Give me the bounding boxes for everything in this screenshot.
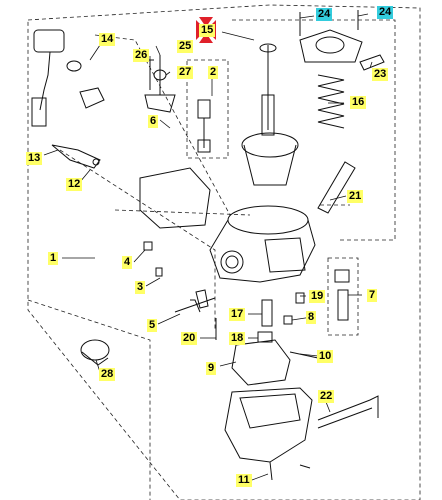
label-part-21[interactable]: 21 (347, 190, 364, 203)
assembly-boundary (27, 4, 421, 500)
group-box-14-link (94, 34, 231, 216)
part-22-hose (317, 395, 379, 429)
label-part-4[interactable]: 4 (122, 256, 133, 269)
label-part-16[interactable]: 16 (350, 96, 367, 109)
label-part-1[interactable]: 1 (48, 252, 59, 265)
label-part-22[interactable]: 22 (318, 390, 335, 403)
label-part-11[interactable]: 11 (236, 474, 252, 487)
group-box-2 (186, 59, 229, 159)
label-part-24-right[interactable]: 24 (377, 6, 394, 19)
part-9-float (231, 339, 319, 386)
label-part-23[interactable]: 23 (372, 68, 389, 81)
label-part-3[interactable]: 3 (135, 281, 146, 294)
lower-jets (174, 269, 350, 343)
group-box-7 (327, 257, 359, 336)
label-part-28[interactable]: 28 (99, 368, 116, 381)
label-part-26[interactable]: 26 (133, 49, 150, 62)
part-2-needle (197, 99, 211, 153)
label-part-7[interactable]: 7 (367, 289, 378, 302)
float-bowl (224, 387, 313, 481)
part-28-clamp (80, 339, 110, 366)
label-part-5[interactable]: 5 (147, 319, 158, 332)
label-part-9[interactable]: 9 (206, 362, 217, 375)
label-part-20[interactable]: 20 (181, 332, 198, 345)
carburetor-body (139, 167, 316, 283)
label-part-19[interactable]: 19 (309, 290, 326, 303)
misc-screws (143, 241, 305, 325)
label-part-12[interactable]: 12 (66, 178, 83, 191)
label-part-8[interactable]: 8 (306, 311, 317, 324)
part-21-plug (317, 161, 356, 214)
group-box-link-1 (59, 149, 216, 330)
part-15-piston (241, 43, 299, 186)
label-part-25[interactable]: 25 (177, 40, 194, 53)
group-box-link-2 (114, 209, 251, 216)
label-part-6[interactable]: 6 (148, 115, 159, 128)
label-part-27[interactable]: 27 (177, 66, 194, 79)
label-part-10[interactable]: 10 (317, 350, 334, 363)
label-part-15[interactable]: 15 (199, 24, 216, 37)
part-23-cover (299, 10, 385, 71)
label-part-24-left[interactable]: 24 (316, 8, 333, 21)
part-25-27-screws (144, 55, 176, 113)
leader-lines (43, 13, 373, 481)
group-box-15 (232, 19, 396, 241)
label-part-2[interactable]: 2 (208, 66, 219, 79)
part-16-spring (317, 74, 345, 129)
label-part-14[interactable]: 14 (99, 33, 116, 46)
part-13-bracket (51, 144, 101, 169)
part-14-choke (31, 29, 105, 127)
assembly-boundary-lower (27, 299, 151, 500)
label-part-18[interactable]: 18 (229, 332, 246, 345)
label-part-13[interactable]: 13 (26, 152, 43, 165)
label-part-17[interactable]: 17 (229, 308, 246, 321)
